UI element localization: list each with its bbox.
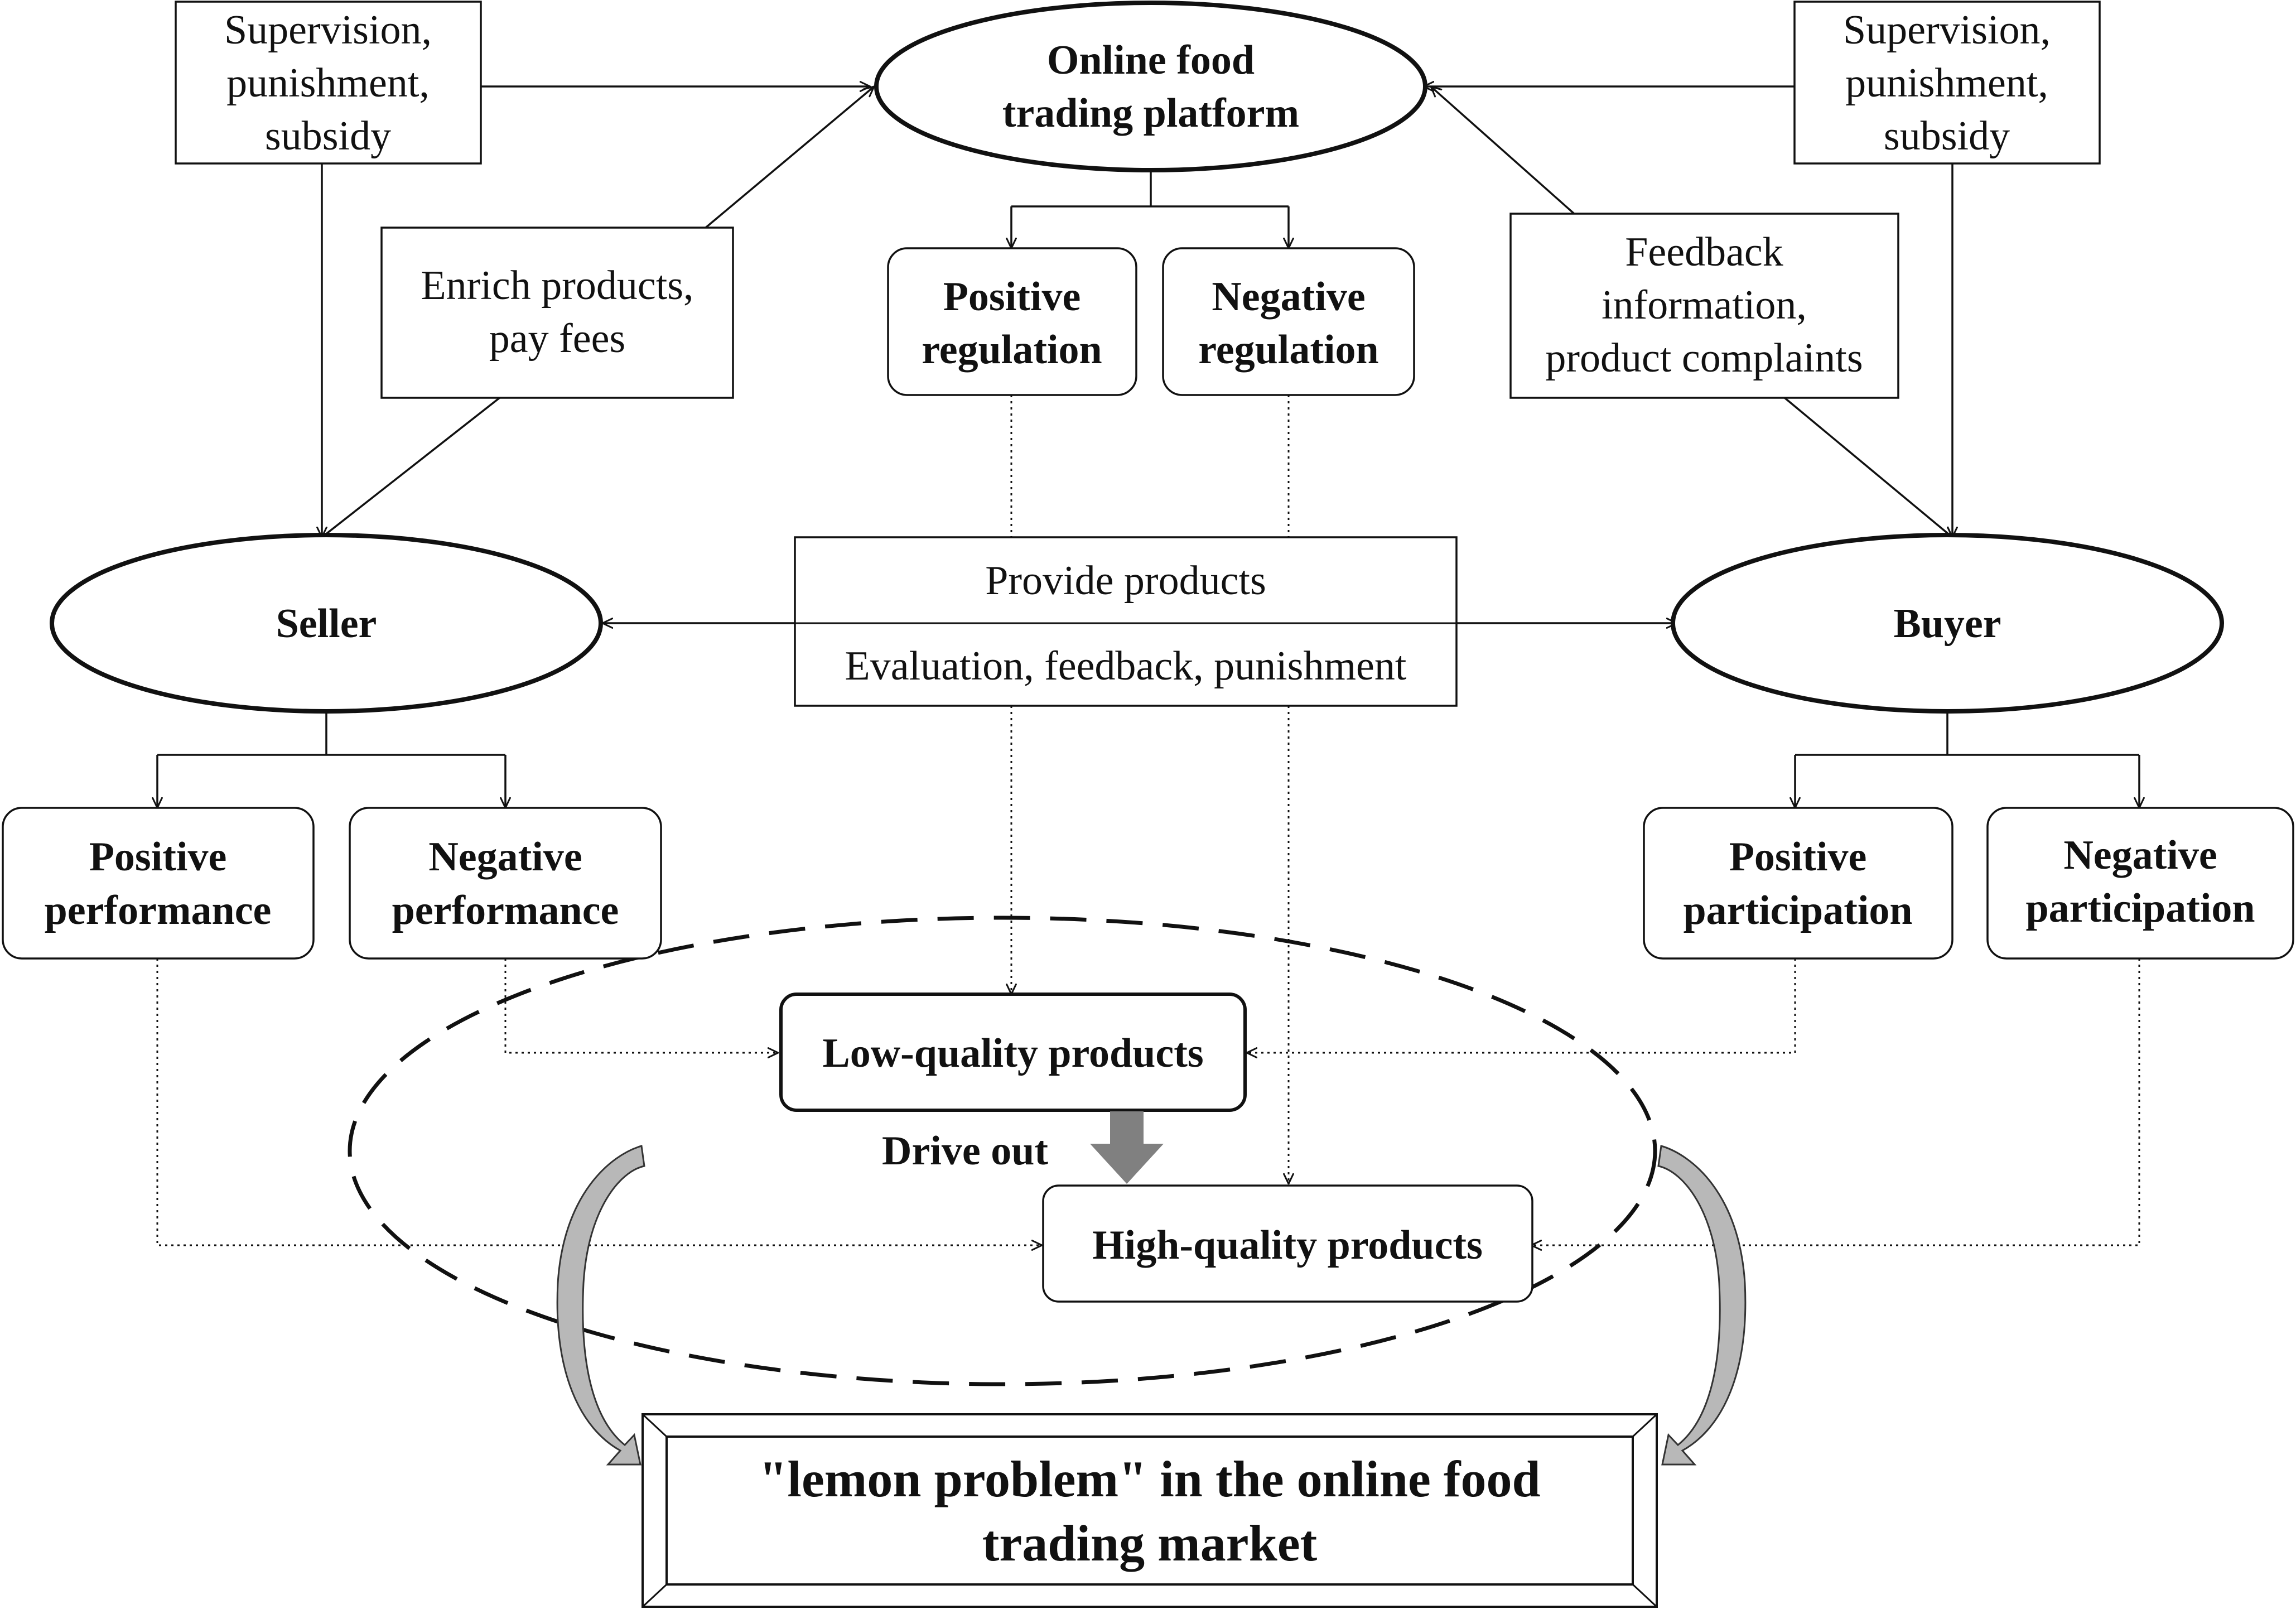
- supervision-left-line1: Supervision,: [224, 7, 432, 53]
- dotted-positive-participation-to-low: [1247, 958, 1796, 1053]
- enrich-line1: Enrich products,: [421, 263, 693, 309]
- platform-label-line1: Online food: [1047, 37, 1255, 83]
- lemon-inner-frame: [665, 1435, 1634, 1586]
- negative-performance-box: Negative performance: [349, 807, 662, 960]
- seller-ellipse: [50, 533, 603, 714]
- arrow-feedback-to-platform: [1431, 86, 1575, 215]
- feedback-line1: Feedback: [1625, 229, 1783, 275]
- feedback-box: Feedback information, product complaints: [1509, 213, 1899, 399]
- high-quality-frame: [1042, 1184, 1533, 1303]
- supervision-box-left: Supervision, punishment, subsidy: [175, 1, 482, 165]
- feedback-line3: product complaints: [1545, 335, 1863, 381]
- high-quality-label: High-quality products: [1092, 1222, 1483, 1268]
- negative-regulation-box: Negative regulation: [1162, 247, 1415, 396]
- supervision-left-line3: subsidy: [265, 113, 391, 159]
- supervision-box-right: Supervision, punishment, subsidy: [1793, 1, 2101, 165]
- lemon-title-line1: "lemon problem" in the online food: [759, 1451, 1540, 1507]
- positive-participation-line2: participation: [1683, 888, 1912, 933]
- seller-node: Seller: [50, 533, 603, 714]
- platform-node: Online food trading platform: [874, 1, 1427, 172]
- arrow-feedback-to-buyer: [1783, 396, 1952, 537]
- negative-regulation-line1: Negative: [1212, 274, 1365, 320]
- positive-performance-frame: [2, 807, 315, 960]
- feedback-line2: information,: [1602, 282, 1807, 328]
- supervision-right-line2: punishment,: [1845, 60, 2048, 106]
- negative-performance-line1: Negative: [428, 834, 582, 880]
- enrich-box-frame: [380, 227, 734, 399]
- dotted-connectors: [156, 395, 2140, 1245]
- positive-regulation-frame: [887, 247, 1137, 396]
- negative-performance-frame: [349, 807, 662, 960]
- drive-out-arrow-icon: [1090, 1111, 1164, 1184]
- enrich-box: Enrich products, pay fees: [380, 227, 734, 399]
- lemon-bevel-corners: [641, 1413, 1658, 1608]
- dotted-negative-performance-to-low: [504, 958, 778, 1053]
- low-quality-label: Low-quality products: [822, 1030, 1203, 1076]
- curved-arrow-left-icon: [556, 1145, 645, 1466]
- positive-participation-frame: [1643, 807, 1953, 960]
- platform-ellipse: [874, 1, 1427, 172]
- evaluation-feedback-label: Evaluation, feedback, punishment: [845, 643, 1407, 689]
- positive-regulation-box: Positive regulation: [887, 247, 1137, 396]
- low-quality-frame: [779, 993, 1247, 1112]
- supervision-box-right-frame: [1793, 1, 2101, 165]
- lemon-title-line2: trading market: [982, 1515, 1318, 1572]
- positive-regulation-line2: regulation: [922, 327, 1102, 373]
- curved-arrow-right-icon: [1657, 1145, 1747, 1466]
- provide-products-frame: [794, 536, 1458, 707]
- drive-out-label: Drive out: [882, 1128, 1048, 1174]
- negative-participation-frame: [1986, 807, 2294, 960]
- negative-regulation-frame: [1162, 247, 1415, 396]
- high-quality-box: High-quality products: [1042, 1184, 1533, 1303]
- negative-performance-line2: performance: [392, 888, 619, 933]
- negative-participation-box: Negative participation: [1986, 807, 2294, 960]
- supervision-right-line1: Supervision,: [1843, 7, 2051, 53]
- positive-performance-box: Positive performance: [2, 807, 315, 960]
- negative-participation-line2: participation: [2025, 885, 2255, 931]
- feedback-box-frame: [1509, 213, 1899, 399]
- negative-participation-line1: Negative: [2063, 832, 2217, 878]
- supervision-right-line3: subsidy: [1884, 113, 2010, 159]
- market-ellipse: [348, 916, 1657, 1386]
- positive-performance-line1: Positive: [89, 834, 227, 880]
- provide-products-label: Provide products: [985, 558, 1266, 604]
- seller-label: Seller: [276, 601, 377, 647]
- buyer-node: Buyer: [1671, 533, 2224, 714]
- buyer-ellipse: [1671, 533, 2224, 714]
- low-quality-box: Low-quality products: [779, 993, 1247, 1112]
- line-seller-to-enrich: [321, 396, 501, 538]
- buyer-label: Buyer: [1893, 601, 2001, 647]
- arrow-enrich-to-platform: [705, 86, 874, 229]
- enrich-line2: pay fees: [489, 316, 625, 362]
- positive-performance-line2: performance: [45, 888, 272, 933]
- positive-participation-line1: Positive: [1729, 834, 1867, 880]
- supervision-left-line2: punishment,: [226, 60, 430, 106]
- platform-label-line2: trading platform: [1002, 90, 1299, 136]
- negative-regulation-line2: regulation: [1198, 327, 1378, 373]
- dotted-negative-participation-to-high: [1531, 958, 2140, 1245]
- positive-participation-box: Positive participation: [1643, 807, 1953, 960]
- provide-products-box: Provide products Evaluation, feedback, p…: [794, 536, 1458, 707]
- positive-regulation-line1: Positive: [943, 274, 1081, 320]
- supervision-box-left-frame: [175, 1, 482, 165]
- lemon-problem-box: "lemon problem" in the online food tradi…: [641, 1413, 1658, 1608]
